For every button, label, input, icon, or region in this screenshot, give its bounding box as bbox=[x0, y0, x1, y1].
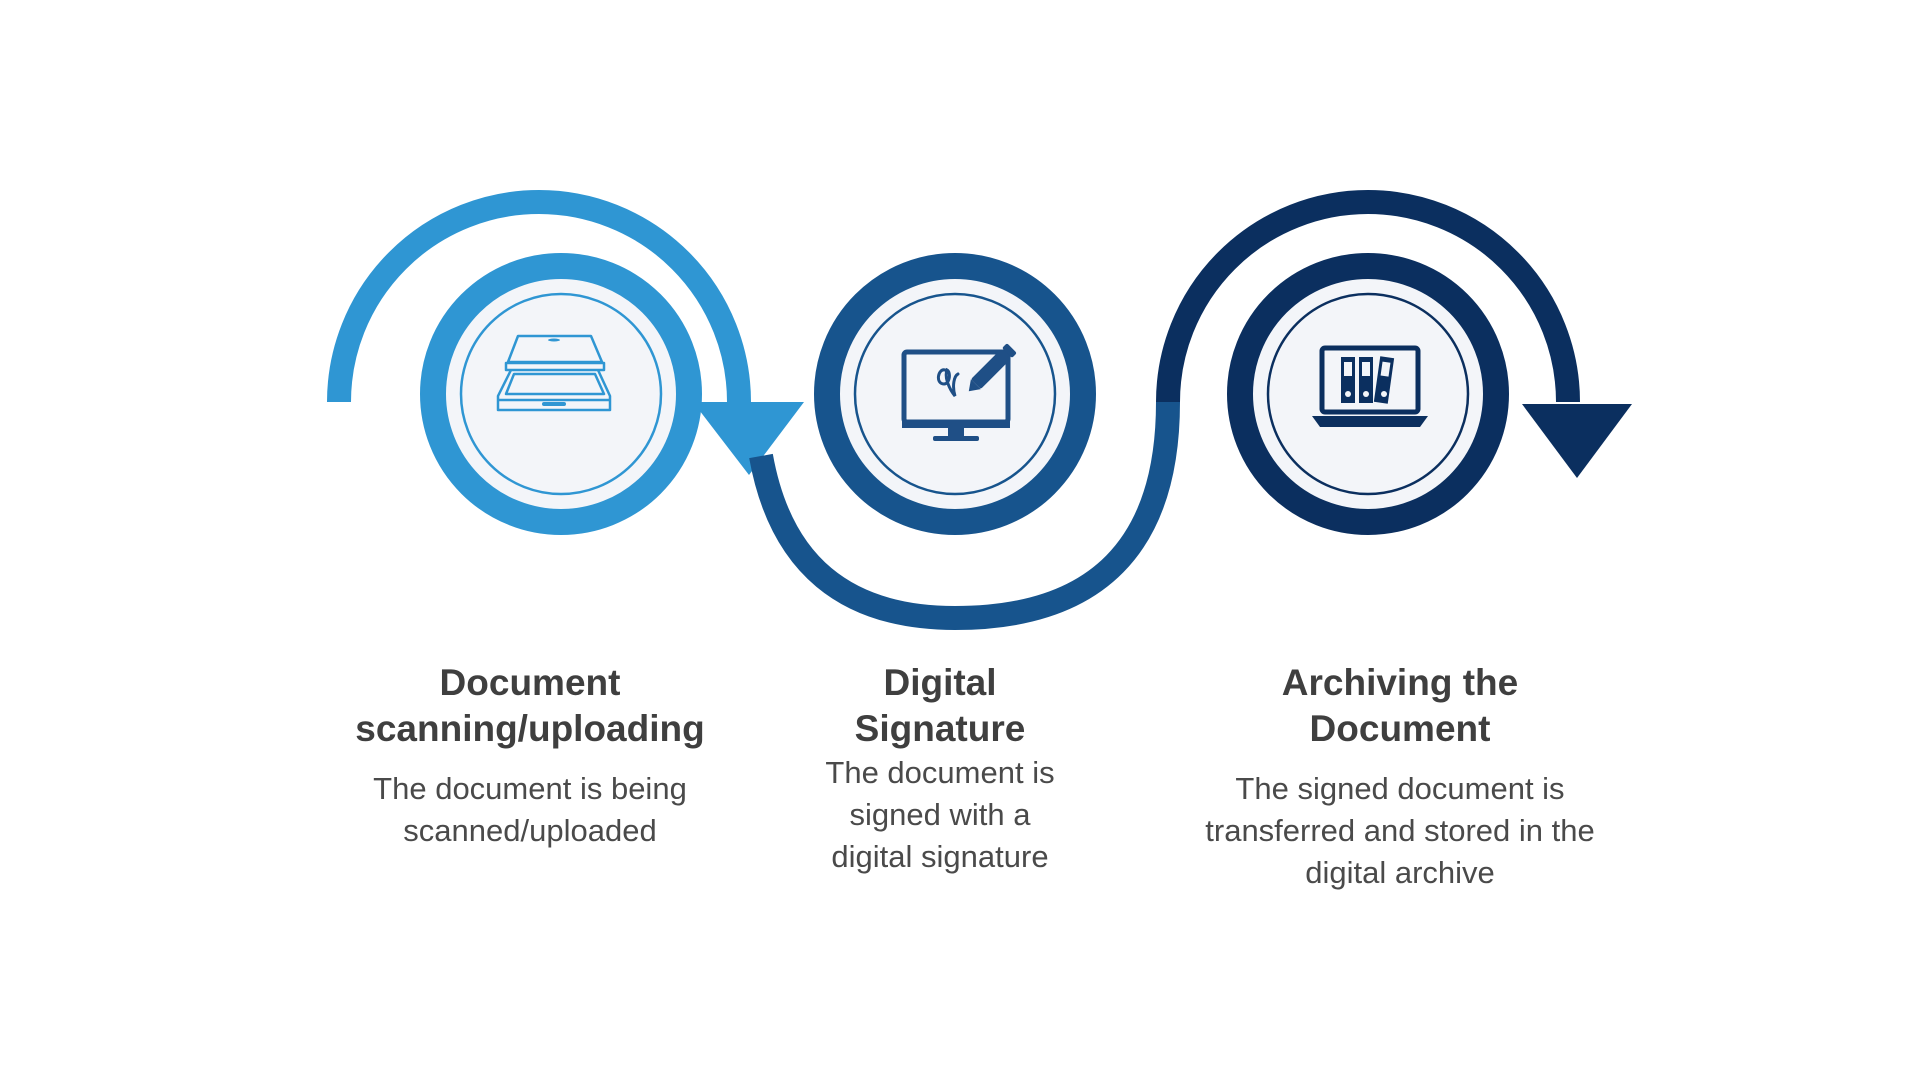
step3-arrowhead bbox=[1522, 404, 1632, 478]
step3-desc-line: digital archive bbox=[1305, 855, 1495, 890]
step2-desc-line: signed with a bbox=[849, 797, 1031, 832]
step2-desc-line: The document is bbox=[825, 755, 1055, 790]
step2-title: Digital Signature bbox=[790, 660, 1090, 752]
step3-title-line: Document bbox=[1309, 708, 1491, 749]
step2-title-line: Signature bbox=[854, 708, 1026, 749]
step2-title-line: Digital bbox=[883, 662, 997, 703]
step2-flow-arc bbox=[749, 401, 1180, 631]
step3-desc-line: The signed document is bbox=[1235, 771, 1565, 806]
step1-title-line: Document bbox=[439, 662, 621, 703]
step3-title-line: Archiving the bbox=[1281, 662, 1519, 703]
step1-desc-line: The document is being bbox=[373, 771, 687, 806]
monitor-signature-icon bbox=[901, 343, 1017, 441]
step1-arrowhead bbox=[693, 402, 804, 475]
step1-description: The document is being scanned/uploaded bbox=[300, 768, 760, 852]
step3-desc-line: transferred and stored in the bbox=[1205, 813, 1595, 848]
step1-title: Document scanning/uploading bbox=[300, 660, 760, 752]
step3-title: Archiving the Document bbox=[1160, 660, 1640, 752]
step1-text: Document scanning/uploading The document… bbox=[300, 660, 760, 852]
step3-flow-arc bbox=[1156, 190, 1580, 403]
step1-desc-line: scanned/uploaded bbox=[403, 813, 657, 848]
step1-title-line: scanning/uploading bbox=[355, 708, 705, 749]
step2-desc-line: digital signature bbox=[831, 839, 1049, 874]
scanner-icon bbox=[496, 334, 612, 412]
laptop-archive-icon bbox=[1312, 345, 1428, 427]
step2-description: The document is signed with a digital si… bbox=[790, 752, 1090, 878]
step2-text: Digital Signature The document is signed… bbox=[790, 660, 1090, 878]
step3-text: Archiving the Document The signed docume… bbox=[1160, 660, 1640, 894]
step1-flow-arc bbox=[327, 190, 751, 403]
step3-description: The signed document is transferred and s… bbox=[1160, 768, 1640, 894]
